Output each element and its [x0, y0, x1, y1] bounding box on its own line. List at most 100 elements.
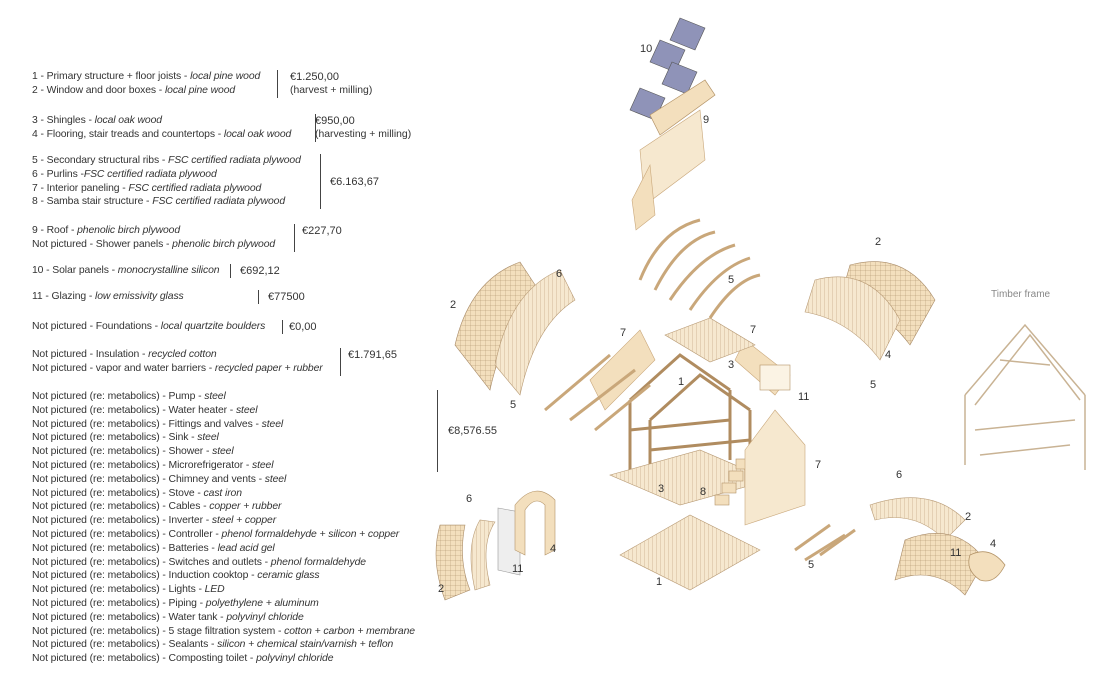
front-gable-panel — [744, 409, 806, 526]
legend-bracket — [315, 114, 316, 142]
legend-item-material: steel — [197, 432, 219, 444]
legend-item-label: 6 - Purlins - — [32, 168, 84, 180]
legend-item-label: Not pictured (re: metabolics) - Batterie… — [32, 542, 218, 554]
legend-group-8: Not pictured - Insulation - recycled cot… — [32, 348, 397, 376]
part-label: 4 — [990, 538, 996, 550]
legend-item-material: steel + copper — [211, 515, 277, 527]
legend-item: 6 - Purlins -FSC certified radiata plywo… — [32, 168, 301, 182]
legend-item: Not pictured - vapor and water barriers … — [32, 362, 323, 376]
cost-value: €77500 — [268, 291, 305, 303]
cost-value: €6.163,67 — [330, 175, 379, 188]
legend-item: Not pictured (re: metabolics) - Pump - s… — [32, 390, 415, 404]
legend-bracket — [282, 320, 283, 334]
legend-item: 11 - Glazing - low emissivity glass — [32, 290, 184, 304]
part-label: 2 — [438, 583, 444, 595]
legend-item-label: Not pictured (re: metabolics) - Chimney … — [32, 473, 265, 485]
part-label: 8 — [700, 486, 706, 498]
legend-item-label: 4 - Flooring, stair treads and counterto… — [32, 128, 224, 140]
legend-item-material: FSC certified radiata plywood — [128, 182, 262, 194]
part-label: 7 — [815, 459, 821, 471]
legend-item: Not pictured (re: metabolics) - Controll… — [32, 528, 415, 542]
legend-item-material: cotton + carbon + membrane — [284, 625, 415, 637]
legend-item: Not pictured (re: metabolics) - Cables -… — [32, 500, 415, 514]
left-gable — [589, 329, 656, 411]
legend-item-label: Not pictured (re: metabolics) - Controll… — [32, 528, 222, 540]
timber-frame-label: Timber frame — [991, 289, 1051, 300]
part-label: 10 — [640, 43, 652, 55]
part-label: 2 — [450, 299, 456, 311]
part-label: 7 — [750, 324, 756, 336]
lower-left-purlin — [470, 519, 496, 591]
lower-right-ribs — [794, 523, 856, 562]
legend-item: Not pictured (re: metabolics) - Water ta… — [32, 611, 415, 625]
legend-item: 3 - Shingles - local oak wood — [32, 114, 291, 128]
part-label: 3 — [728, 359, 734, 371]
legend-cost: €1.250,00(harvest + milling) — [290, 70, 372, 98]
part-label: 4 — [550, 543, 556, 555]
legend-item: 1 - Primary structure + floor joists - l… — [32, 70, 260, 84]
legend-item: Not pictured (re: metabolics) - Inductio… — [32, 569, 415, 583]
legend-item-material: steel — [264, 473, 287, 485]
legend-item-material: low emissivity glass — [94, 291, 184, 302]
timber-frame-thumbnail — [964, 323, 1086, 470]
legend-cost: €8,576.55 — [448, 424, 497, 438]
legend-item-label: Not pictured (re: metabolics) - 5 stage … — [32, 625, 285, 637]
part-label: 6 — [556, 268, 562, 280]
legend-bracket — [437, 390, 438, 472]
legend-item-label: Not pictured (re: metabolics) - Inductio… — [32, 570, 258, 582]
legend-item-label: Not pictured - vapor and water barriers … — [32, 362, 215, 374]
legend-item-label: 5 - Secondary structural ribs - — [32, 155, 168, 166]
legend-item: Not pictured (re: metabolics) - Lights -… — [32, 583, 415, 597]
legend-group-9: Not pictured (re: metabolics) - Pump - s… — [32, 390, 497, 666]
legend-item: Not pictured (re: metabolics) - Microref… — [32, 459, 415, 473]
legend-item-label: Not pictured (re: metabolics) - Shower - — [32, 446, 213, 458]
legend-item-label: Not pictured - Insulation - — [32, 349, 149, 360]
legend-item: Not pictured (re: metabolics) - 5 stage … — [32, 625, 415, 639]
legend-item: Not pictured (re: metabolics) - Fittings… — [32, 418, 415, 432]
part-label: 7 — [620, 327, 626, 339]
cost-value: €950,00 — [315, 115, 355, 127]
oval-window-box — [968, 551, 1006, 582]
mid-left-planks — [544, 353, 651, 432]
part-label: 4 — [885, 349, 891, 361]
legend-item-material: phenolic birch plywood — [77, 225, 181, 236]
solar-panels — [629, 17, 706, 121]
legend-item-material: recycled cotton — [148, 349, 217, 360]
legend-item-label: 9 - Roof - — [32, 225, 78, 236]
legend-item-label: Not pictured (re: metabolics) - Pump - — [32, 391, 205, 402]
cost-value: €1.250,00 — [290, 71, 339, 83]
legend-item-material: local oak wood — [223, 128, 292, 140]
legend-group-1: 1 - Primary structure + floor joists - l… — [32, 70, 372, 98]
legend-cost: €77500 — [268, 290, 305, 304]
cost-value: €227,70 — [302, 225, 342, 237]
legend-item-material: steel — [261, 418, 284, 430]
cost-value: €692,12 — [240, 265, 280, 277]
part-label: 3 — [658, 483, 664, 495]
arch-box — [514, 490, 556, 556]
legend-item-label: Not pictured (re: metabolics) - Water he… — [32, 404, 236, 416]
legend-item-label: Not pictured - Shower panels - — [32, 238, 173, 250]
legend-item-material: FSC certified radiata plywood — [167, 155, 301, 166]
legend-item: Not pictured (re: metabolics) - Sealants… — [32, 638, 415, 652]
legend-cost: €950,00(harvesting + milling) — [315, 114, 411, 142]
legend-item-material: local oak wood — [94, 115, 162, 126]
part-label: 2 — [875, 236, 881, 248]
roof-panel — [631, 79, 716, 231]
part-label: 5 — [808, 559, 814, 571]
legend-item-label: Not pictured (re: metabolics) - Inverter… — [32, 515, 212, 527]
legend-cost: €0,00 — [289, 320, 317, 334]
legend-bracket — [277, 70, 278, 98]
legend-cost: €692,12 — [240, 264, 280, 278]
legend-item-label: 11 - Glazing - — [32, 291, 95, 302]
legend-item-material: FSC certified radiata plywood — [152, 196, 286, 208]
legend-item: Not pictured (re: metabolics) - Shower -… — [32, 445, 415, 459]
legend-item-label: 1 - Primary structure + floor joists - — [32, 71, 191, 82]
legend-item: 4 - Flooring, stair treads and counterto… — [32, 128, 291, 142]
legend-item-label: 3 - Shingles - — [32, 115, 95, 126]
legend-item-material: FSC certified radiata plywood — [83, 168, 217, 180]
legend-item-label: 10 - Solar panels - — [32, 265, 118, 276]
legend-item-material: local quartzite boulders — [160, 321, 266, 332]
legend-item-label: Not pictured (re: metabolics) - Microref… — [32, 459, 252, 471]
